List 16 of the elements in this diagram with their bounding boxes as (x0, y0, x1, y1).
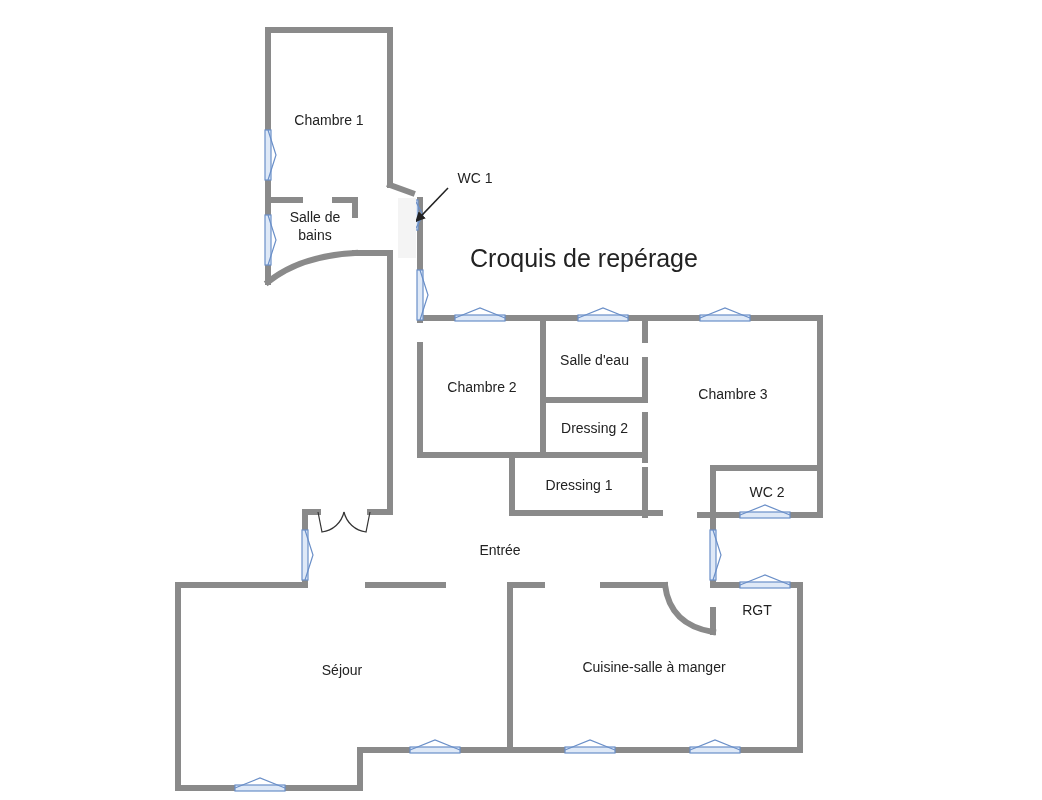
room-label: Dressing 2 (561, 418, 628, 438)
room-label: RGT (742, 600, 772, 620)
toilet-room-area (398, 198, 416, 258)
room-label: WC 2 (749, 482, 785, 502)
room-label: Entrée (479, 540, 521, 560)
room-label: Chambre 1 (294, 110, 364, 130)
room-label: Salle de bains (288, 207, 342, 245)
room-label: Séjour (321, 660, 363, 680)
room-label: Chambre 3 (698, 384, 768, 404)
plan-title: Croquis de repérage (470, 244, 698, 273)
room-label: Chambre 2 (447, 377, 517, 397)
room-label: Salle d'eau (560, 350, 629, 370)
callout-label: WC 1 (457, 168, 493, 188)
leader-arrow (415, 187, 449, 223)
room-label: Cuisine-salle à manger (582, 658, 726, 677)
room-label: Dressing 1 (545, 475, 613, 495)
